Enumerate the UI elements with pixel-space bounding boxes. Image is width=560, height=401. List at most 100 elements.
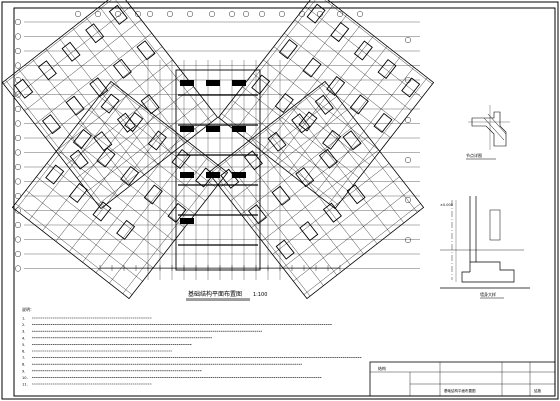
wing-grid-line [99,96,216,188]
wing-outline [11,80,229,300]
axis-bubble-left [14,221,21,228]
wall-section-footing [461,261,515,283]
wing-grid-line [284,33,402,125]
plan-title: 基础结构平面布置图 [188,290,242,298]
wing-footing [318,148,338,169]
detail-wall-section: ±0.000 墙身大样 [440,196,530,299]
core-column [232,172,246,178]
title-block-drawing-name: 基础结构平面布置图 [444,388,476,393]
axis-bubble-left [14,265,21,272]
wing-grid-line [273,46,391,138]
wing-grid-line [265,128,364,255]
note-number: 9. [22,369,25,373]
axis-bubble-left [14,163,21,170]
left-wing-upper [1,0,219,210]
wing-grid-line [95,146,195,273]
wing-footing [299,221,319,242]
note-number: 10. [22,376,28,380]
axis-bubble-top [279,10,286,17]
wing-grid-line [234,4,334,131]
wing-grid-line [318,86,418,213]
wing-grid-line [69,125,168,252]
wing-grid-line [328,77,428,204]
axis-bubble-right [405,37,412,44]
axis-bubble-top [259,10,266,17]
wing-footing [89,77,109,98]
axis-bubble-top [166,10,173,17]
wing-grid-line [36,176,154,269]
axis-bubble-top [357,10,364,17]
axis-bubble-top [228,10,235,17]
axis-bubble-top [146,10,153,17]
wing-footing [37,60,57,81]
wing-grid-line [238,149,338,276]
axis-bubble-left [14,48,21,55]
axis-bubble-top [186,10,193,17]
title-block: 结构 基础结构平面布置图 结施 [369,361,556,397]
wing-grid-line [78,123,196,215]
wing-grid-line [28,94,128,221]
axis-bubble-top [134,10,141,17]
wing-grid-line [275,35,374,162]
note-number: 6. [22,350,25,354]
wing-footing [167,202,187,223]
wing-footing [295,167,315,188]
wall-section-title: 墙身大样 [480,291,496,297]
axis-bubble-left [14,192,21,199]
axis-bubble-left [14,62,21,69]
axis-bubble-top [299,10,306,17]
wing-grid-line [99,6,199,133]
wing-footing [136,40,156,61]
wing-footing [61,41,81,62]
wing-grid-line [14,6,131,98]
wing-grid-line [301,56,401,183]
wing-grid-line [55,59,173,152]
wing-footing [322,202,342,223]
wing-footing [271,185,291,206]
notes-list: 1.2.3.4.5.6.7.8.9.10.11. [22,317,362,387]
wing-footing [116,112,136,133]
wing-footing [14,78,34,99]
right-wing-upper [217,0,435,210]
axis-bubble-left [14,91,21,98]
wing-grid-line [305,96,405,223]
general-notes: 说明： 1.2.3.4.5.6.7.8.9.10.11. [22,306,362,387]
axis-bubble-top [74,10,81,17]
wing-grid-line [231,100,349,192]
note-number: 3. [22,330,25,334]
wing-footing [93,131,113,152]
axis-bubble-left [14,250,21,257]
wing-grid-line [248,14,348,141]
axis-bubble-right [405,76,412,83]
core-column [180,218,194,224]
core-outline [175,69,261,271]
axis-bubble-right [405,236,412,243]
wing-grid-line [209,82,327,175]
wing-grid-line [282,176,400,269]
wing-footing [112,58,132,79]
wing-footing [377,58,397,80]
axis-bubble-top [114,10,121,17]
axis-bubble-left [14,134,21,141]
wing-footing [267,131,287,152]
wing-footing [147,130,167,151]
axis-bubble-left [14,236,21,243]
wing-grid-line [24,19,142,112]
wing-footing [72,129,92,150]
plan-title-group: 基础结构平面布置图 1:100 [186,290,267,301]
core-column [232,126,246,132]
wing-grid-line [251,138,351,265]
wing-grid-line [261,25,361,152]
wing-grid-line [221,0,321,121]
wing-grid-line [230,109,348,202]
wall-section-level: ±0.000 [440,203,453,207]
core-column [206,126,220,132]
wing-grid-line [72,27,172,154]
wing-footing [330,22,350,43]
wing-grid-line [109,157,209,284]
wing-footing [251,74,271,95]
wing-grid-line [288,46,388,173]
title-block-label: 结构 [378,365,386,371]
wing-grid-line [42,104,142,231]
